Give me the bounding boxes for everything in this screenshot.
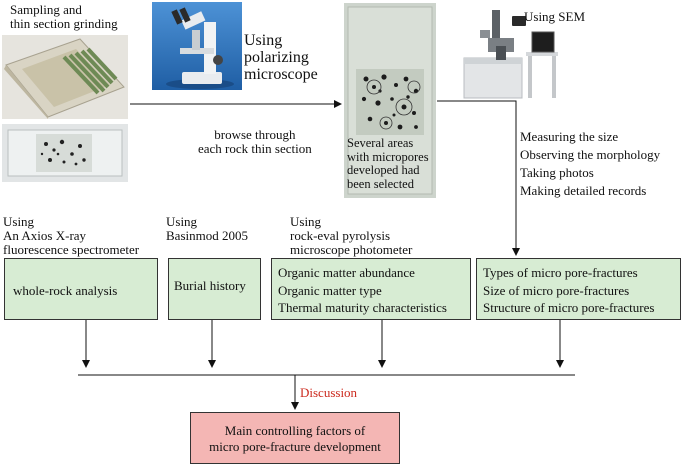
whole-rock-box: whole-rock analysis [4, 258, 158, 320]
sem-instrument-photo [462, 2, 560, 100]
pore-fracture-text: Types of micro pore-fractures Size of mi… [483, 265, 655, 315]
burial-history-text: Burial history [174, 278, 246, 293]
organic-matter-box: Organic matter abundance Organic matter … [271, 258, 471, 320]
whole-rock-text: whole-rock analysis [13, 283, 118, 298]
sample-box-photo [2, 35, 128, 119]
burial-history-box: Burial history [168, 258, 261, 320]
selected-section-photo [344, 3, 436, 198]
selected-label: Several areas with micropores developed … [347, 136, 429, 191]
organic-matter-text: Organic matter abundance Organic matter … [278, 265, 447, 315]
result-text: Main controlling factors of micro pore-f… [209, 423, 381, 454]
thin-section-photo [2, 124, 128, 182]
microscope-photo [152, 2, 242, 90]
basinmod-label: Using Basinmod 2005 [166, 214, 248, 243]
pyrolysis-label: Using rock-eval pyrolysis microscope pho… [290, 214, 413, 257]
sampling-label: Sampling and thin section grinding [10, 2, 118, 31]
arrow-to-pores [437, 100, 520, 256]
xrf-label: Using An Axios X-ray fluorescence spectr… [3, 214, 140, 257]
pore-fracture-box: Types of micro pore-fractures Size of mi… [476, 258, 681, 320]
microscope-label: Using polarizing microscope [244, 32, 318, 83]
browse-label: browse through each rock thin section [198, 127, 312, 156]
sem-tasks: Measuring the size Observing the morphol… [520, 129, 661, 198]
discussion-label: Discussion [300, 385, 358, 400]
sem-label: Using SEM [524, 9, 586, 24]
result-box: Main controlling factors of micro pore-f… [190, 412, 400, 464]
